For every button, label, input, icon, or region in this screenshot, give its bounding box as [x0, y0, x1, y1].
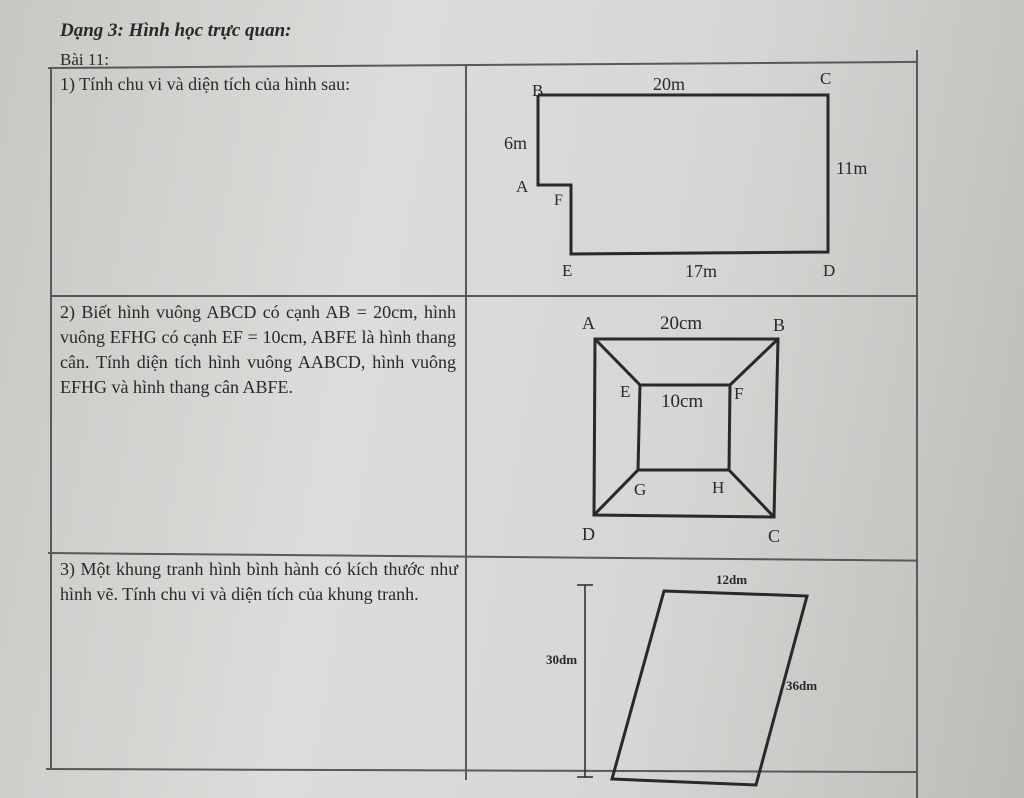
point-E-label: E: [620, 382, 630, 401]
point-B-label: B: [532, 81, 543, 100]
point-C-label: C: [820, 69, 831, 88]
table-column-divider: [465, 66, 467, 780]
edge-AE: [593, 337, 642, 387]
dim-right-label: 11m: [836, 158, 867, 178]
exercise-title: Bài 11:: [60, 50, 109, 69]
edge-CH: [727, 468, 776, 519]
nested-squares-diagram: A B C D E F G H 20cm 10cm: [582, 313, 785, 546]
point-D-label: D: [823, 261, 835, 280]
dim-top-label: 12dm: [716, 572, 747, 587]
parallelogram-frame: [610, 589, 809, 787]
point-F-label: F: [554, 192, 563, 209]
dim-inner-label: 10cm: [661, 391, 703, 412]
point-A-label: A: [516, 177, 529, 196]
table-border-right: [916, 50, 918, 798]
problem-1-text: 1) Tính chu vi và diện tích của hình sau…: [60, 74, 351, 94]
problem-3-text: 3) Một khung tranh hình bình hành có kíc…: [60, 559, 458, 604]
point-C-label: C: [768, 526, 780, 546]
dim-height-label: 30dm: [546, 652, 577, 667]
point-H-label: H: [712, 478, 724, 497]
table-border-left: [50, 68, 52, 768]
l-shape-diagram: B C D E F A 20m 6m 11m 17m: [504, 69, 867, 281]
table-row-divider-1: [50, 295, 918, 297]
point-F-label: F: [734, 384, 743, 403]
parallelogram-diagram: 12dm 30dm 36dm: [546, 572, 817, 787]
dim-left-label: 6m: [504, 133, 527, 153]
problem-3-figure: 12dm 30dm 36dm: [540, 565, 850, 790]
point-E-label: E: [562, 261, 572, 280]
problem-2-text: 2) Biết hình vuông ABCD có cạnh AB = 20c…: [60, 302, 456, 397]
edge-BF: [728, 337, 780, 387]
point-G-label: G: [634, 480, 646, 499]
l-shape-outline: [536, 93, 830, 256]
point-B-label: B: [773, 315, 785, 335]
problem-1-figure: B C D E F A 20m 6m 11m 17m: [490, 60, 890, 290]
point-D-label: D: [582, 524, 595, 544]
section-heading: Dạng 3: Hình học trực quan:: [60, 20, 292, 41]
problem-2-figure: A B C D E F G H 20cm 10cm: [570, 305, 810, 550]
dim-side-label: 36dm: [786, 678, 817, 693]
dim-top-label: 20m: [653, 74, 685, 94]
dim-bottom-label: 17m: [685, 261, 717, 281]
dim-outer-label: 20cm: [660, 313, 702, 334]
edge-DG: [592, 468, 640, 517]
point-A-label: A: [582, 313, 595, 333]
